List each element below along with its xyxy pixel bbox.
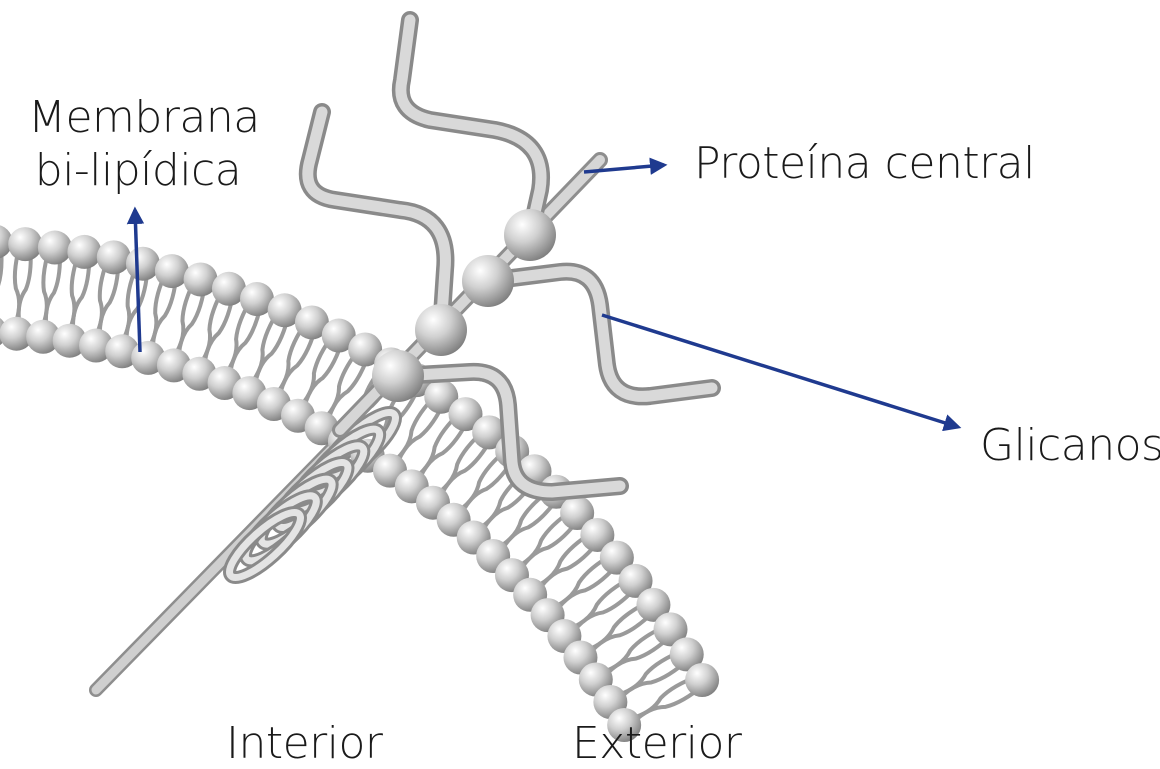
interior-label: Interior [226,722,383,766]
membrane-label-line2: bi-lipídica [28,145,248,198]
lipid-head [97,240,131,274]
membrane-label-line1: Membrana [28,92,248,145]
lipid-head [685,663,719,697]
lipid-head [67,235,101,269]
glycan-chain [401,20,541,235]
lipid-head [126,247,160,281]
lipid-head [8,227,42,261]
lipid-head [155,254,189,288]
protein-bead [462,255,514,307]
glycan-chain [308,112,446,330]
lipid-head [38,231,72,265]
glycans-label: Glicanos [980,424,1160,468]
core-protein-label: Proteína central [694,142,1035,186]
glycans-arrow [602,315,958,427]
protein-bead [415,304,467,356]
protein-bead [372,350,424,402]
protein-bead [504,209,556,261]
glycan-chain [488,272,712,397]
exterior-label: Exterior [572,722,742,766]
membrane-arrow [135,210,140,352]
membrane-label: Membrana bi-lipídica [28,92,248,198]
